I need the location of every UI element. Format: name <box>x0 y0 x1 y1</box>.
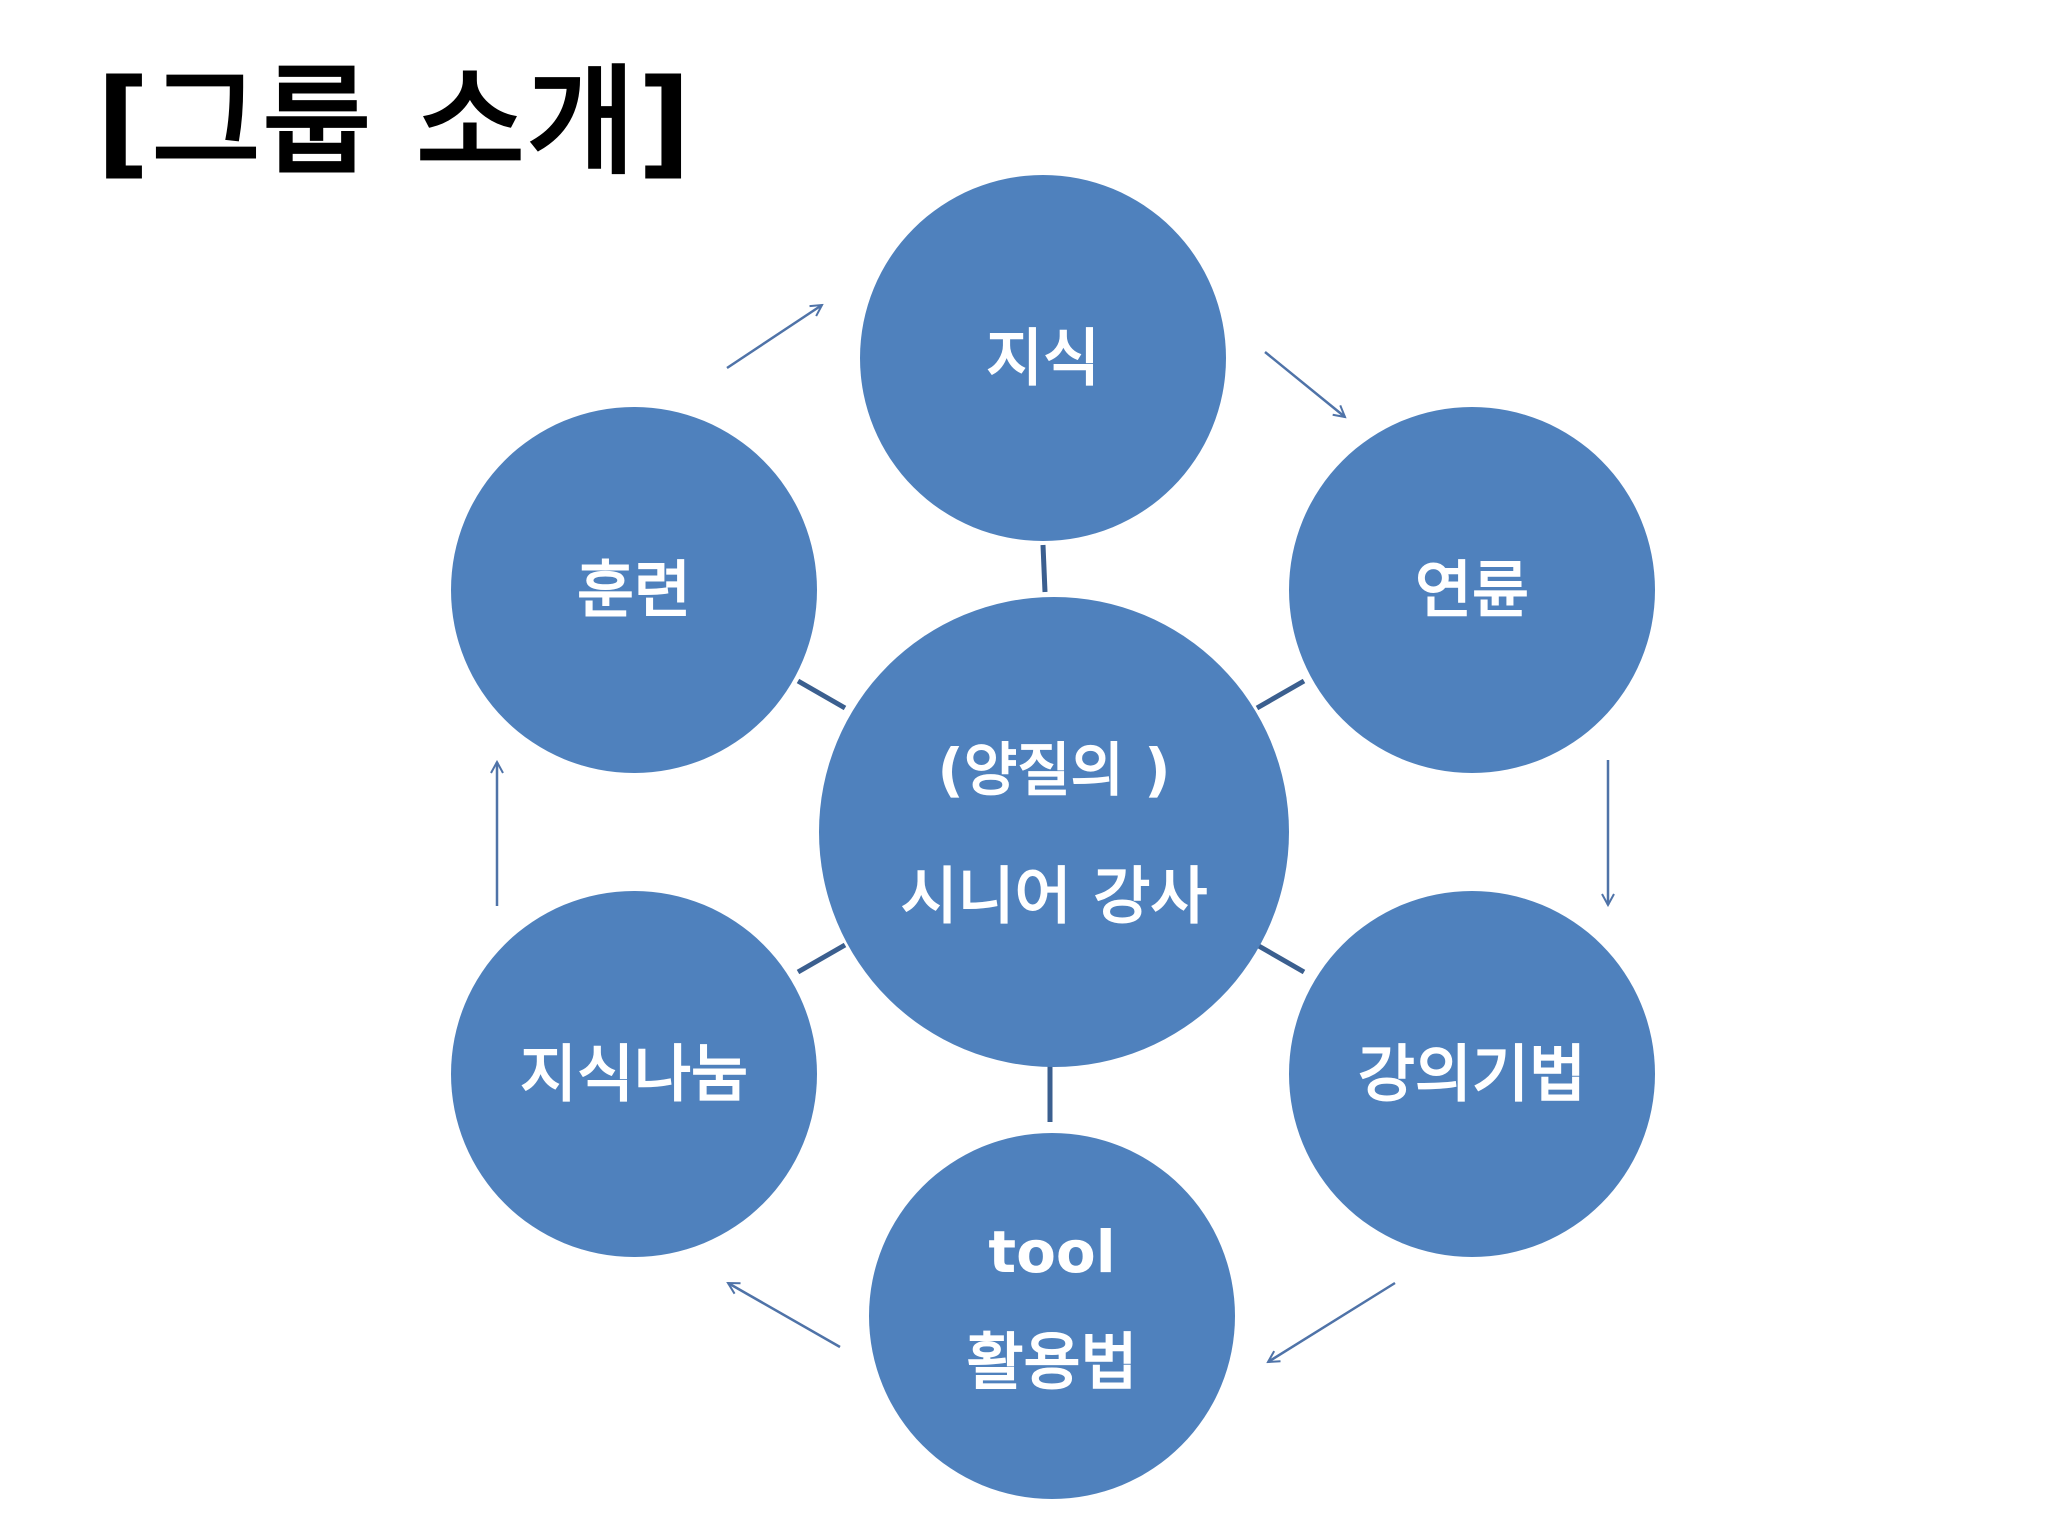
node-research-circle <box>1289 407 1655 773</box>
slide-title: [그룹 소개] <box>96 53 694 191</box>
node-tool-usage-label-line2: 활용법 <box>966 1326 1137 1399</box>
node-lecture-method-circle <box>1289 891 1655 1257</box>
node-lecture-method-label: 강의기법 <box>1358 1038 1586 1111</box>
node-knowledge-sharing: 지식나눔 <box>451 891 817 1257</box>
node-knowledge-sharing-circle <box>451 891 817 1257</box>
node-tool-usage-label-line1: tool <box>988 1218 1115 1286</box>
node-knowledge: 지식 <box>860 175 1226 541</box>
node-knowledge-label: 지식 <box>986 322 1100 395</box>
connector-research <box>1255 678 1306 711</box>
arrow-training-to-knowledge <box>726 305 822 370</box>
node-training: 훈련 <box>451 407 817 773</box>
node-tool-usage: tool 활용법 <box>869 1133 1235 1499</box>
node-research: 연륜 <box>1289 407 1655 773</box>
cycle-arrows <box>497 305 1608 1362</box>
center-node-label-line1: (양질의 ) <box>937 736 1170 804</box>
node-knowledge-circle <box>860 175 1226 541</box>
node-training-label: 훈련 <box>577 554 691 627</box>
connector-knowledge-sharing <box>796 942 847 975</box>
connector-knowledge <box>1040 544 1048 593</box>
connector-training <box>796 678 847 711</box>
arrow-knowledge-to-research <box>1264 351 1345 417</box>
center-node: (양질의 ) 시니어 강사 <box>819 597 1289 1067</box>
arrow-tool-usage-to-knowledge-sharing <box>728 1281 841 1349</box>
connector-lecture-method <box>1255 942 1306 975</box>
node-lecture-method: 강의기법 <box>1289 891 1655 1257</box>
node-tool-usage-circle <box>869 1133 1235 1499</box>
connectors <box>796 544 1306 1122</box>
center-node-label-line2: 시니어 강사 <box>901 860 1208 933</box>
arrow-lecture-method-to-tool-usage <box>1268 1281 1396 1362</box>
node-research-label: 연륜 <box>1415 554 1529 627</box>
node-knowledge-sharing-label: 지식나눔 <box>520 1038 748 1111</box>
center-node-circle <box>819 597 1289 1067</box>
node-training-circle <box>451 407 817 773</box>
